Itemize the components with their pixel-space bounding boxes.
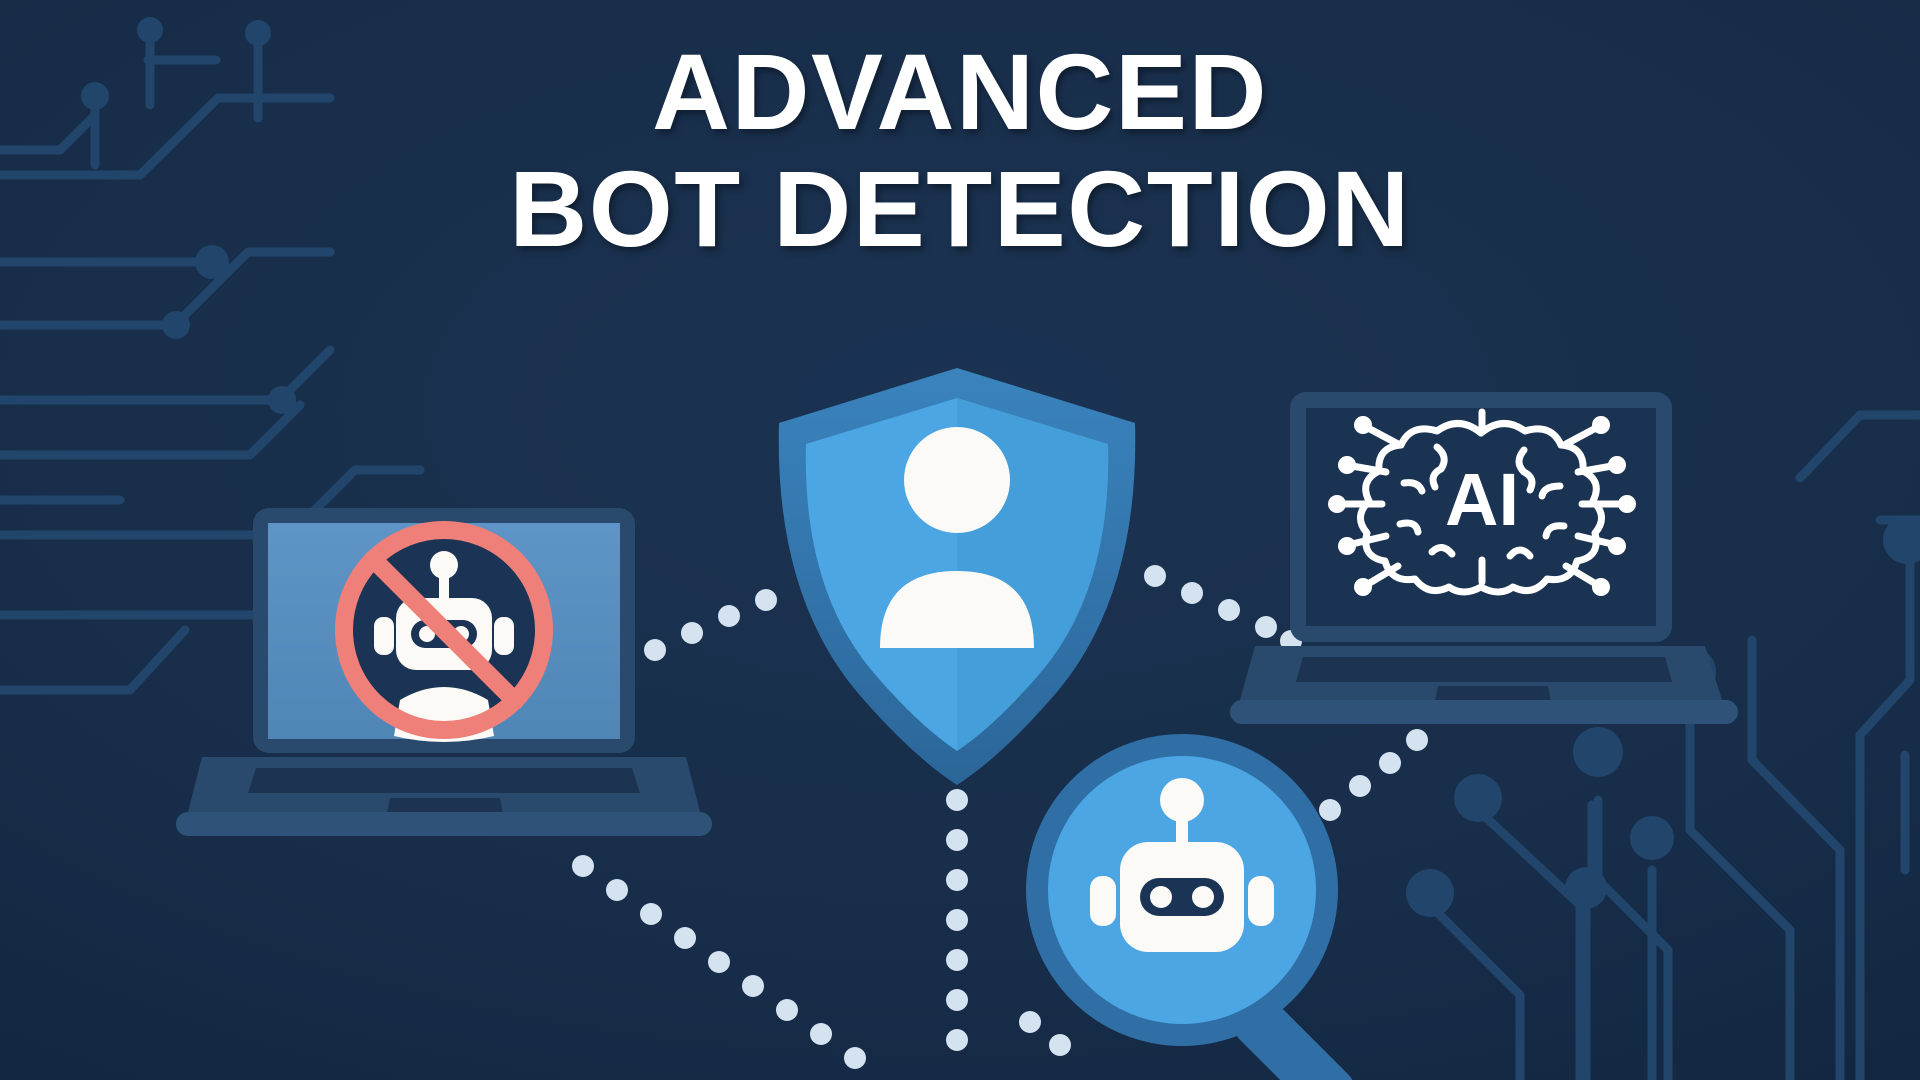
shield-verified-human[interactable]: [778, 368, 1136, 785]
ai-brain-tendril-nodes: [1328, 416, 1636, 596]
laptop-blocked-bot[interactable]: [176, 508, 712, 836]
circuit-node-group: [81, 17, 296, 414]
magnifier-bot-inspect[interactable]: [1026, 734, 1365, 1080]
laptop-ai-brain[interactable]: AI: [1230, 392, 1738, 724]
connector-magnifier-downward: [1019, 1011, 1071, 1056]
ai-label: AI: [1445, 458, 1519, 541]
no-bot-prohibition-icon: [335, 521, 553, 742]
connector-left-laptop-downward: [572, 855, 866, 1069]
ai-brain-circuit-icon: [1357, 408, 1605, 596]
dotted-connector-lines: [572, 565, 1428, 1069]
connector-shield-to-magnifier: [1319, 729, 1428, 821]
robot-icon: [1090, 778, 1274, 952]
ai-brain-tendrils: [1338, 424, 1626, 588]
connector-shield-to-left-laptop: [644, 589, 777, 661]
connector-shield-to-right-laptop: [1144, 565, 1302, 652]
connector-shield-downward: [946, 789, 968, 1051]
person-icon: [880, 427, 1034, 648]
